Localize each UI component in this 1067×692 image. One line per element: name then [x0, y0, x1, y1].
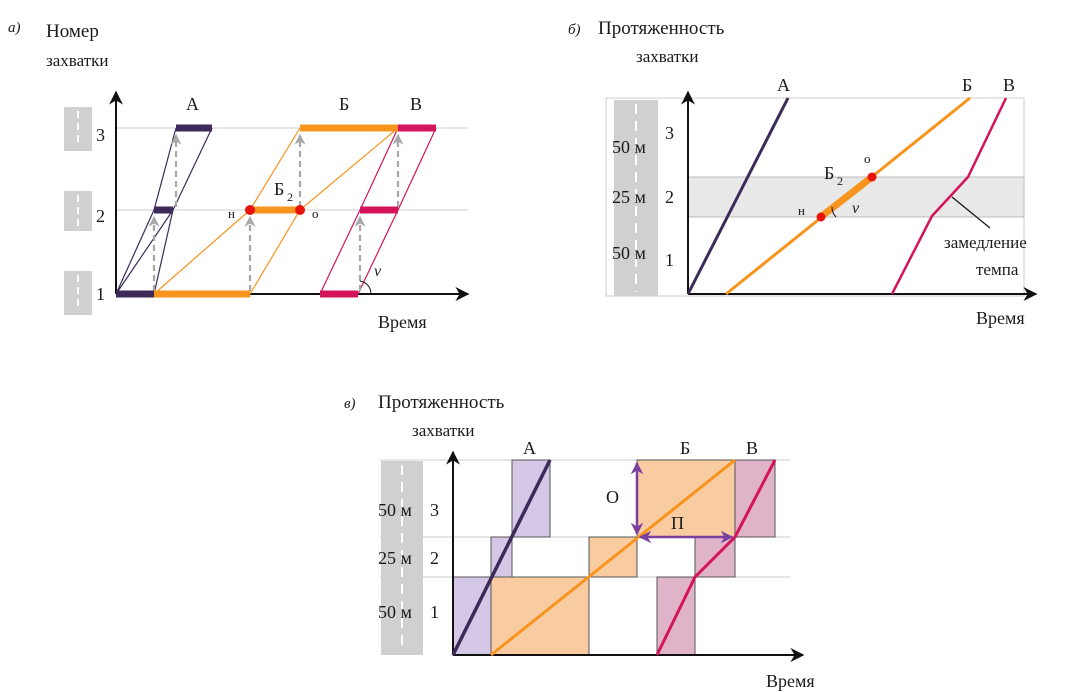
- panel-b-ylabel-line2: захватки: [636, 47, 698, 66]
- panel-c-ylabel-line2: захватки: [412, 421, 474, 440]
- note-leader: [951, 196, 991, 229]
- note-line2: темпа: [976, 260, 1019, 279]
- flow-b-line: [490, 458, 736, 657]
- flow-label-c: В: [410, 94, 422, 114]
- length-label: 25 м: [612, 187, 646, 207]
- flow-label-c: В: [1003, 75, 1015, 95]
- end-mark: о: [864, 151, 871, 166]
- length-label: 50 м: [612, 243, 646, 263]
- level-label: 1: [665, 250, 674, 270]
- flow-label-b: Б: [680, 438, 690, 458]
- panel-c: в) Протяженность захватки: [344, 392, 815, 691]
- panel-a: а) Номер захватки 3 2 1 Время: [8, 20, 470, 332]
- end-mark: о: [312, 206, 319, 221]
- sub-flow-label: Б: [824, 163, 834, 183]
- panel-b: б) Протяженность захватки 50 м 25 м 50 м…: [568, 18, 1038, 328]
- x-label-c: Время: [766, 671, 815, 691]
- flow-a-line: [686, 97, 790, 295]
- length-label: 50 м: [378, 500, 412, 520]
- level-label: 2: [665, 187, 674, 207]
- road-strip-b: [614, 100, 658, 296]
- note-line1: замедление: [944, 233, 1027, 252]
- flow-label-a: А: [777, 75, 790, 95]
- panel-c-ylabel-line1: Протяженность: [378, 392, 505, 413]
- length-label: 50 м: [378, 602, 412, 622]
- end-point: [295, 205, 305, 215]
- level-label: 1: [430, 602, 439, 622]
- level-label: 3: [430, 500, 439, 520]
- start-mark: н: [228, 206, 235, 221]
- flow-label-a: А: [186, 94, 199, 114]
- speed-angle-arc: [359, 280, 372, 295]
- level-label: 2: [430, 548, 439, 568]
- panel-c-letter: в): [344, 396, 356, 412]
- flow-c-line: [655, 459, 777, 656]
- panel-a-ylabel-line2: захватки: [46, 51, 108, 70]
- flow-a-line: [451, 459, 552, 656]
- o-label: О: [606, 487, 619, 507]
- sub-flow-index: 2: [287, 190, 293, 204]
- flow-c-line: [890, 97, 1008, 295]
- panel-b-letter: б): [568, 22, 581, 38]
- road-icon-a-3: [64, 107, 92, 151]
- x-label-a: Время: [378, 312, 427, 332]
- speed-angle-arc: [831, 206, 837, 218]
- start-point: [245, 205, 255, 215]
- length-label: 25 м: [378, 548, 412, 568]
- flow-b-links: [153, 127, 399, 295]
- level-label: 2: [96, 206, 105, 226]
- end-point: [867, 172, 877, 182]
- flow-c-links: [319, 127, 437, 295]
- level-label: 1: [96, 284, 105, 304]
- work-bars-a: [116, 124, 436, 298]
- flow-label-c: В: [746, 438, 758, 458]
- p-label: П: [671, 513, 684, 533]
- road-icon-a-1: [64, 271, 92, 315]
- flow-label-b: Б: [339, 94, 349, 114]
- road-icon-a-2: [64, 191, 92, 231]
- flow-label-a: А: [523, 438, 536, 458]
- sub-flow-b2-segment: [819, 174, 875, 219]
- speed-label: v: [374, 263, 382, 280]
- speed-label: v: [852, 200, 860, 217]
- flow-label-b: Б: [962, 75, 972, 95]
- start-mark: н: [798, 203, 805, 218]
- panel-a-letter: а): [8, 20, 21, 36]
- x-label-b: Время: [976, 308, 1025, 328]
- sub-flow-label: Б: [274, 179, 284, 199]
- level-label: 3: [665, 123, 674, 143]
- sub-flow-index: 2: [837, 174, 843, 188]
- panel-b-ylabel-line1: Протяженность: [598, 18, 725, 39]
- panel-a-ylabel-line1: Номер: [46, 21, 99, 42]
- start-point: [816, 212, 826, 222]
- transition-arrows-a: [148, 133, 404, 291]
- length-label: 50 м: [612, 137, 646, 157]
- level-label: 3: [96, 125, 105, 145]
- road-strip-c: [381, 461, 423, 655]
